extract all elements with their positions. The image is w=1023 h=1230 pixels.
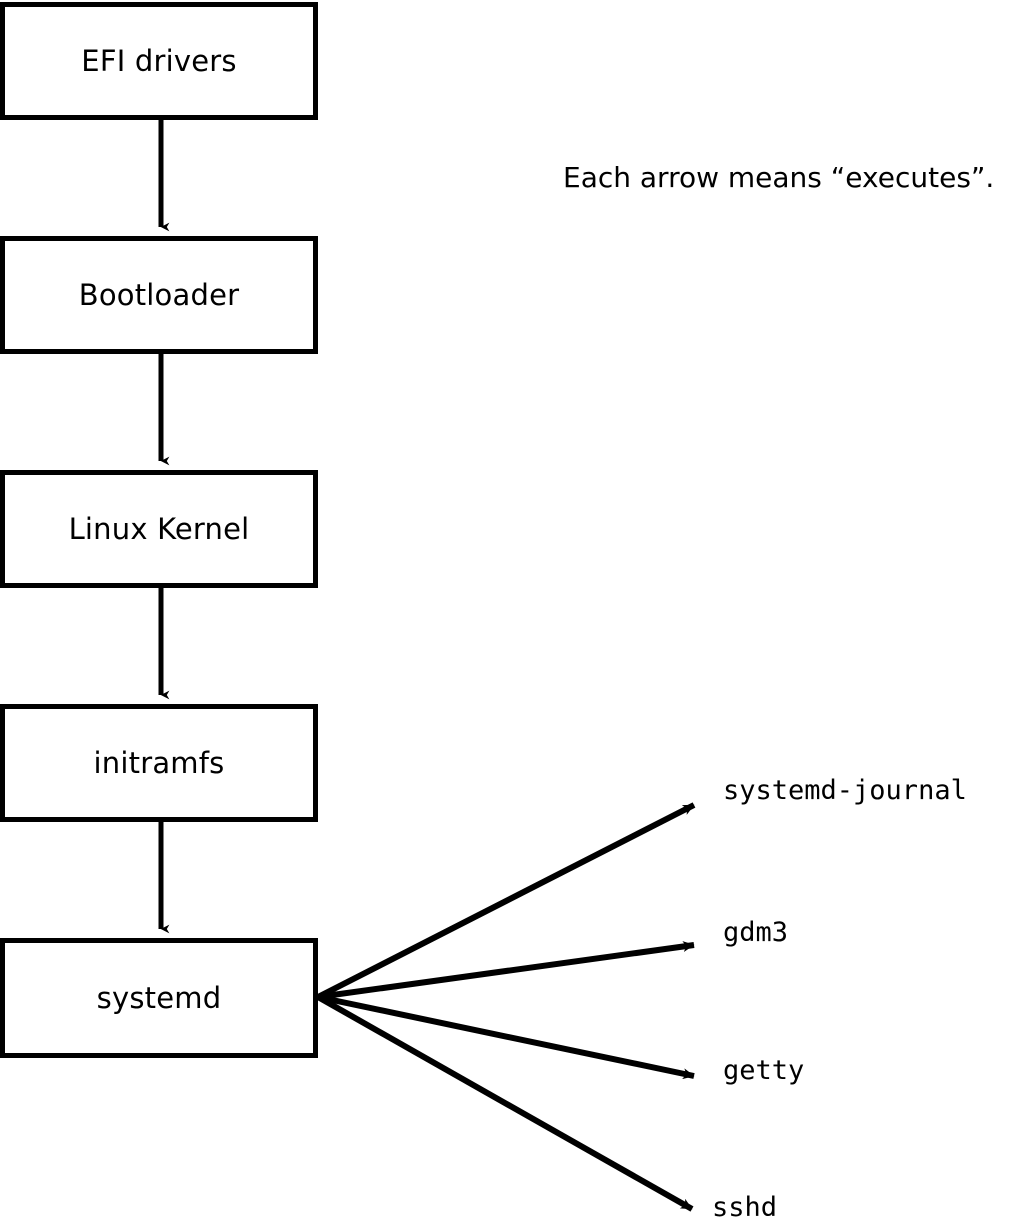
arrow-systemd-to-sshd (316, 994, 694, 1212)
node-label-systemd: systemd (96, 980, 222, 1015)
node-efi-drivers[interactable]: EFI drivers (0, 2, 318, 120)
arrow-systemd-to-getty (317, 994, 695, 1080)
node-label-efi-drivers: EFI drivers (81, 43, 237, 78)
leaf-label-getty: getty (723, 1055, 805, 1086)
leaf-label-systemd-journal: systemd-journal (723, 775, 967, 806)
node-bootloader[interactable]: Bootloader (0, 236, 318, 354)
node-label-bootloader: Bootloader (78, 277, 240, 312)
node-linux-kernel[interactable]: Linux Kernel (0, 470, 318, 588)
leaf-label-sshd: sshd (712, 1192, 778, 1223)
arrow-systemd-to-systemd-journal (316, 802, 696, 1000)
leaf-label-gdm3: gdm3 (723, 917, 789, 948)
arrow-systemd-to-gdm3 (317, 941, 695, 1000)
node-label-initramfs: initramfs (93, 745, 225, 780)
node-systemd[interactable]: systemd (0, 938, 318, 1058)
fanout-arrow-group (316, 802, 696, 1212)
node-label-linux-kernel: Linux Kernel (68, 511, 250, 546)
legend-arrow-meaning: Each arrow means “executes”. (563, 161, 995, 194)
node-initramfs[interactable]: initramfs (0, 704, 318, 822)
